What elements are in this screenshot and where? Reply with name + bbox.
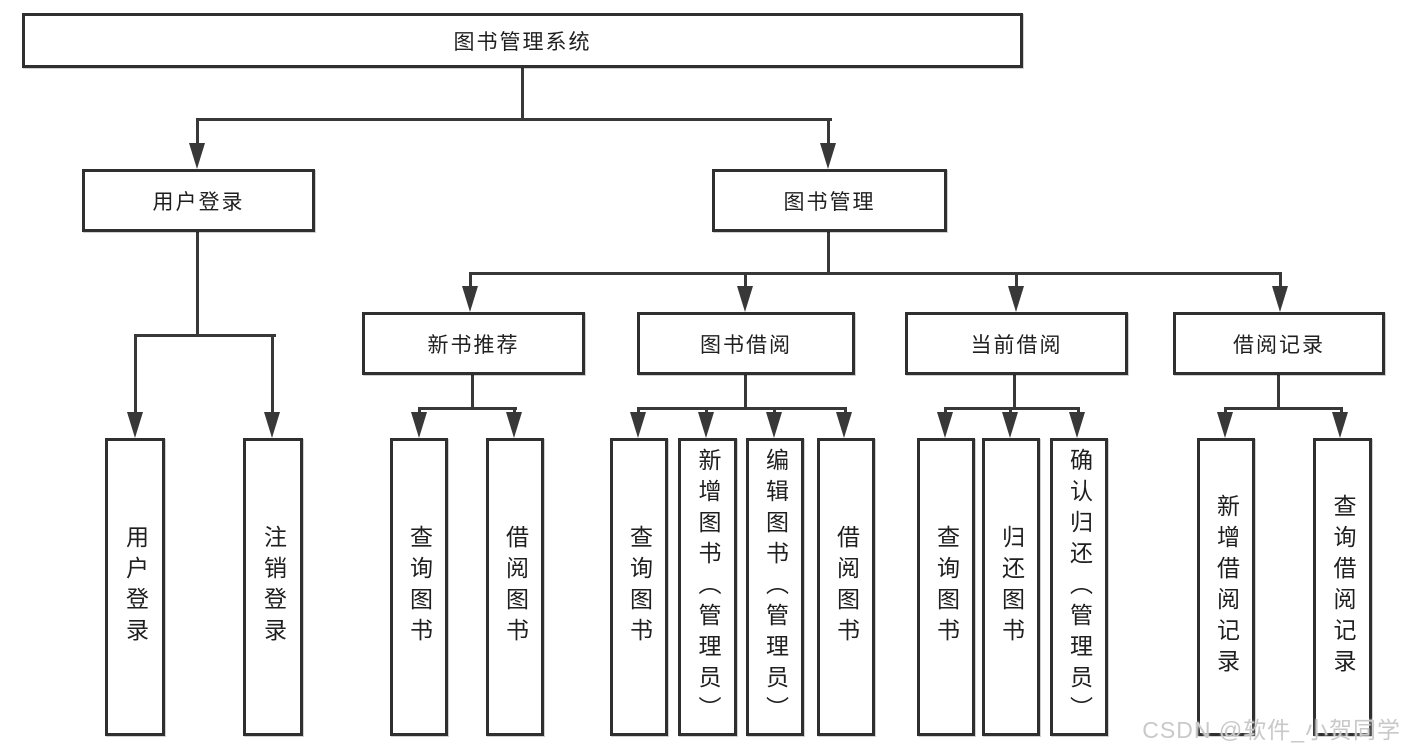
- leaf-add-borrow-record: 新增借阅记录: [1197, 438, 1255, 736]
- connector-line: [134, 334, 137, 414]
- connector-line: [1077, 407, 1080, 416]
- node-label: 借阅记录: [1233, 333, 1325, 357]
- arrowhead-down-icon: [462, 286, 478, 312]
- connector-line: [944, 407, 1080, 410]
- node-label: 图书管理: [783, 190, 876, 214]
- connector-line: [521, 68, 524, 120]
- arrowhead-down-icon: [1217, 412, 1233, 438]
- leaf-user-login: 用户登录: [105, 438, 165, 736]
- node-label: 查询借阅记录: [1330, 494, 1356, 680]
- connector-line: [1224, 407, 1227, 416]
- connector-line: [827, 118, 830, 146]
- connector-line: [418, 407, 421, 416]
- node-label: 新增图书（管理员）: [695, 447, 721, 727]
- leaf-query-borrow-record: 查询借阅记录: [1313, 438, 1372, 736]
- arrowhead-down-icon: [836, 412, 852, 438]
- connector-line: [1015, 272, 1018, 288]
- node-label: 用户登录: [122, 525, 149, 649]
- connector-line: [471, 375, 474, 409]
- connector-line: [744, 375, 747, 409]
- node-label: 新书推荐: [427, 333, 520, 357]
- arrowhead-down-icon: [1272, 286, 1288, 312]
- arrowhead-down-icon: [737, 286, 753, 312]
- arrowhead-down-icon: [766, 412, 782, 438]
- node-label: 查询图书: [626, 525, 653, 649]
- connector-line: [196, 118, 199, 146]
- node-book-management: 图书管理: [712, 169, 947, 232]
- node-label: 借阅图书: [502, 525, 529, 649]
- leaf-return-books: 归还图书: [982, 438, 1040, 736]
- connector-line: [196, 232, 199, 336]
- arrowhead-down-icon: [1069, 412, 1085, 438]
- connector-line: [271, 334, 274, 414]
- connector-line: [637, 407, 847, 410]
- node-library-system: 图书管理系统: [22, 13, 1023, 68]
- connector-line: [513, 407, 516, 416]
- connector-line: [1009, 407, 1012, 416]
- arrowhead-down-icon: [820, 143, 836, 169]
- connector-line: [705, 407, 708, 416]
- arrowhead-down-icon: [1008, 286, 1024, 312]
- connector-line: [196, 118, 832, 121]
- node-label: 当前借阅: [970, 333, 1063, 357]
- node-label: 查询图书: [933, 525, 960, 649]
- leaf-borrow-books: 借阅图书: [817, 438, 875, 736]
- arrowhead-down-icon: [1332, 412, 1348, 438]
- leaf-query-books-borrow: 查询图书: [610, 438, 668, 736]
- leaf-add-books-admin: 新增图书（管理员）: [678, 438, 737, 736]
- connector-line: [1340, 407, 1343, 416]
- csdn-watermark: CSDN @软件_小贺同学: [1142, 717, 1401, 743]
- arrowhead-down-icon: [937, 412, 953, 438]
- arrowhead-down-icon: [411, 412, 427, 438]
- node-label: 归还图书: [998, 525, 1025, 649]
- leaf-query-books-current: 查询图书: [917, 438, 975, 736]
- arrowhead-down-icon: [264, 412, 280, 438]
- connector-line: [1224, 407, 1343, 410]
- node-label: 借阅图书: [833, 525, 860, 649]
- node-label: 注销登录: [260, 525, 287, 649]
- connector-line: [744, 272, 747, 288]
- connector-line: [1013, 375, 1016, 409]
- node-label: 图书管理系统: [453, 30, 592, 54]
- arrowhead-down-icon: [630, 412, 646, 438]
- connector-line: [827, 232, 830, 274]
- arrowhead-down-icon: [506, 412, 522, 438]
- arrowhead-down-icon: [189, 143, 205, 169]
- connector-line: [134, 334, 276, 337]
- leaf-logout: 注销登录: [243, 438, 303, 736]
- leaf-query-books-recommend: 查询图书: [390, 438, 448, 736]
- leaf-borrow-books-recommend: 借阅图书: [486, 438, 544, 736]
- node-book-borrowing: 图书借阅: [637, 312, 855, 375]
- node-current-borrowing: 当前借阅: [905, 312, 1128, 375]
- node-user-login: 用户登录: [82, 169, 315, 232]
- connector-line: [773, 407, 776, 416]
- arrowhead-down-icon: [127, 412, 143, 438]
- node-label: 编辑图书（管理员）: [762, 447, 789, 727]
- connector-line: [1279, 272, 1282, 288]
- node-new-book-recommend: 新书推荐: [362, 312, 585, 375]
- connector-line: [418, 407, 517, 410]
- node-label: 确认归还（管理员）: [1066, 447, 1093, 727]
- connector-line: [469, 272, 1282, 275]
- node-label: 新增借阅记录: [1213, 494, 1240, 680]
- node-label: 图书借阅: [700, 333, 792, 357]
- connector-line: [1277, 375, 1280, 409]
- leaf-confirm-return-admin: 确认归还（管理员）: [1050, 438, 1108, 736]
- arrowhead-down-icon: [1002, 412, 1018, 438]
- node-label: 用户登录: [152, 190, 245, 214]
- node-label: 查询图书: [406, 525, 433, 649]
- connector-line: [469, 272, 472, 288]
- leaf-edit-books-admin: 编辑图书（管理员）: [746, 438, 804, 736]
- connector-line: [844, 407, 847, 416]
- node-borrowing-records: 借阅记录: [1173, 312, 1385, 375]
- connector-line: [637, 407, 640, 416]
- connector-line: [944, 407, 947, 416]
- arrowhead-down-icon: [698, 412, 714, 438]
